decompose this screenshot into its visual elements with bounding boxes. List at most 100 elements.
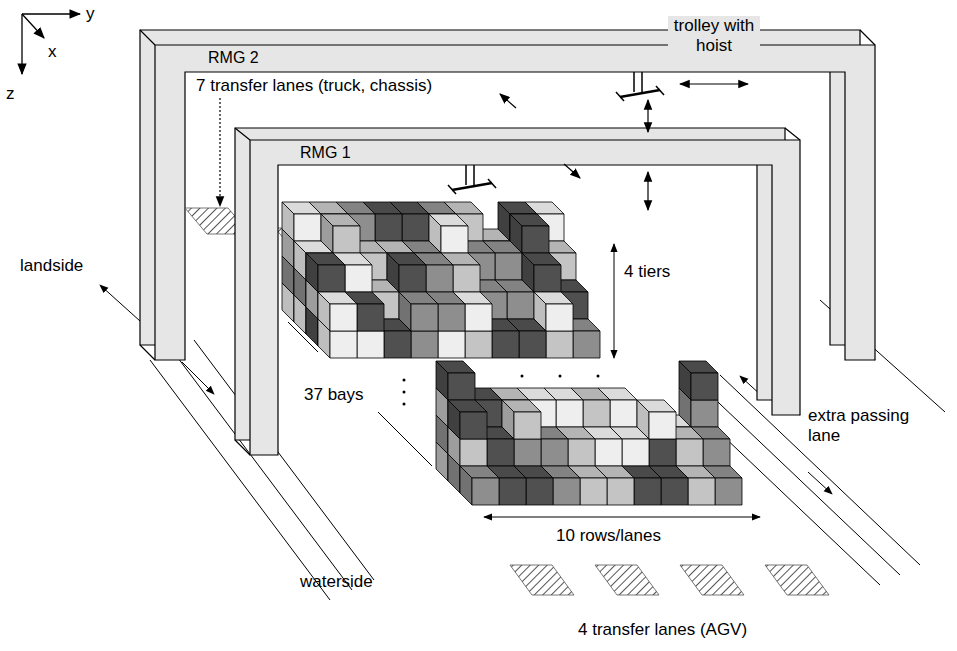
- container: [495, 253, 522, 280]
- trolley-hoist: [448, 72, 664, 194]
- dimension-label: 10 rows/lanes: [556, 526, 661, 546]
- container: [357, 304, 384, 331]
- axis-label: z: [6, 84, 15, 104]
- container: [465, 304, 492, 331]
- container: [460, 466, 499, 478]
- container: [649, 412, 676, 439]
- container: [453, 265, 480, 292]
- container: [384, 331, 411, 358]
- container: [498, 202, 537, 214]
- container: [507, 292, 534, 319]
- dimension-lines: [288, 244, 760, 517]
- container: [438, 331, 465, 358]
- continuation-dots: [403, 375, 600, 406]
- motion-arrows: [220, 84, 748, 210]
- rmg-1-gantry: [235, 128, 800, 455]
- axis-label: y: [86, 4, 95, 24]
- axes: [22, 14, 80, 74]
- container: [541, 439, 568, 466]
- container: [519, 331, 546, 358]
- container: [637, 400, 676, 412]
- container: [318, 265, 345, 292]
- container: [345, 265, 372, 292]
- container: [492, 331, 519, 358]
- container-stacks: [282, 202, 742, 505]
- dimension-label: 4 tiers: [624, 262, 670, 282]
- container: [514, 412, 541, 439]
- container: [294, 241, 333, 253]
- container: [487, 439, 514, 466]
- container: [399, 292, 438, 304]
- container: [399, 265, 426, 292]
- container: [526, 478, 553, 505]
- container: [546, 304, 573, 331]
- container: [438, 304, 465, 331]
- crane-label: RMG 1: [300, 143, 351, 163]
- container: [411, 331, 438, 358]
- container: [610, 400, 637, 427]
- lane-label: 4 transfer lanes (AGV): [578, 620, 747, 640]
- container: [465, 331, 492, 358]
- container: [688, 478, 715, 505]
- container: [534, 292, 573, 304]
- container: [514, 439, 541, 466]
- container: [607, 478, 634, 505]
- container: [330, 331, 357, 358]
- container: [703, 439, 730, 466]
- container: [522, 226, 549, 253]
- lane-label: 7 transfer lanes (truck, chassis): [196, 76, 432, 96]
- container: [556, 400, 583, 427]
- container: [715, 478, 742, 505]
- dimension-label: 37 bays: [304, 385, 364, 405]
- container: [676, 439, 703, 466]
- container: [553, 478, 580, 505]
- container: [534, 265, 561, 292]
- container: [387, 253, 426, 265]
- container: [375, 214, 402, 241]
- waterside-lanes: [680, 300, 945, 585]
- container: [634, 478, 661, 505]
- trolley-label: trolley with hoist: [668, 16, 760, 56]
- container: [321, 214, 360, 226]
- container: [436, 361, 475, 373]
- container: [691, 400, 718, 427]
- container: [573, 331, 600, 358]
- side-label: landside: [20, 256, 83, 276]
- container: [502, 400, 541, 412]
- container: [510, 214, 549, 226]
- container: [622, 439, 649, 466]
- crane-label: RMG 2: [208, 48, 259, 68]
- container: [306, 253, 345, 265]
- container: [472, 478, 499, 505]
- container: [583, 400, 610, 427]
- container: [691, 373, 718, 400]
- container: [661, 478, 688, 505]
- container: [580, 478, 607, 505]
- container: [568, 439, 595, 466]
- container: [649, 439, 676, 466]
- container: [499, 478, 526, 505]
- container: [411, 304, 438, 331]
- container: [595, 439, 622, 466]
- container: [546, 331, 573, 358]
- container: [679, 361, 718, 373]
- container: [522, 253, 561, 265]
- container: [318, 292, 357, 304]
- container: [441, 226, 468, 253]
- container: [402, 214, 429, 241]
- side-label: waterside: [300, 572, 373, 592]
- container: [448, 373, 475, 400]
- container: [357, 331, 384, 358]
- container: [448, 400, 487, 412]
- lane-label: extra passing lane: [808, 406, 926, 446]
- container: [282, 202, 321, 214]
- container: [429, 214, 468, 226]
- container: [294, 214, 321, 241]
- container: [333, 226, 360, 253]
- container: [330, 304, 357, 331]
- container: [460, 439, 487, 466]
- axis-label: x: [48, 42, 57, 62]
- agv-transfer-lanes: [510, 565, 829, 595]
